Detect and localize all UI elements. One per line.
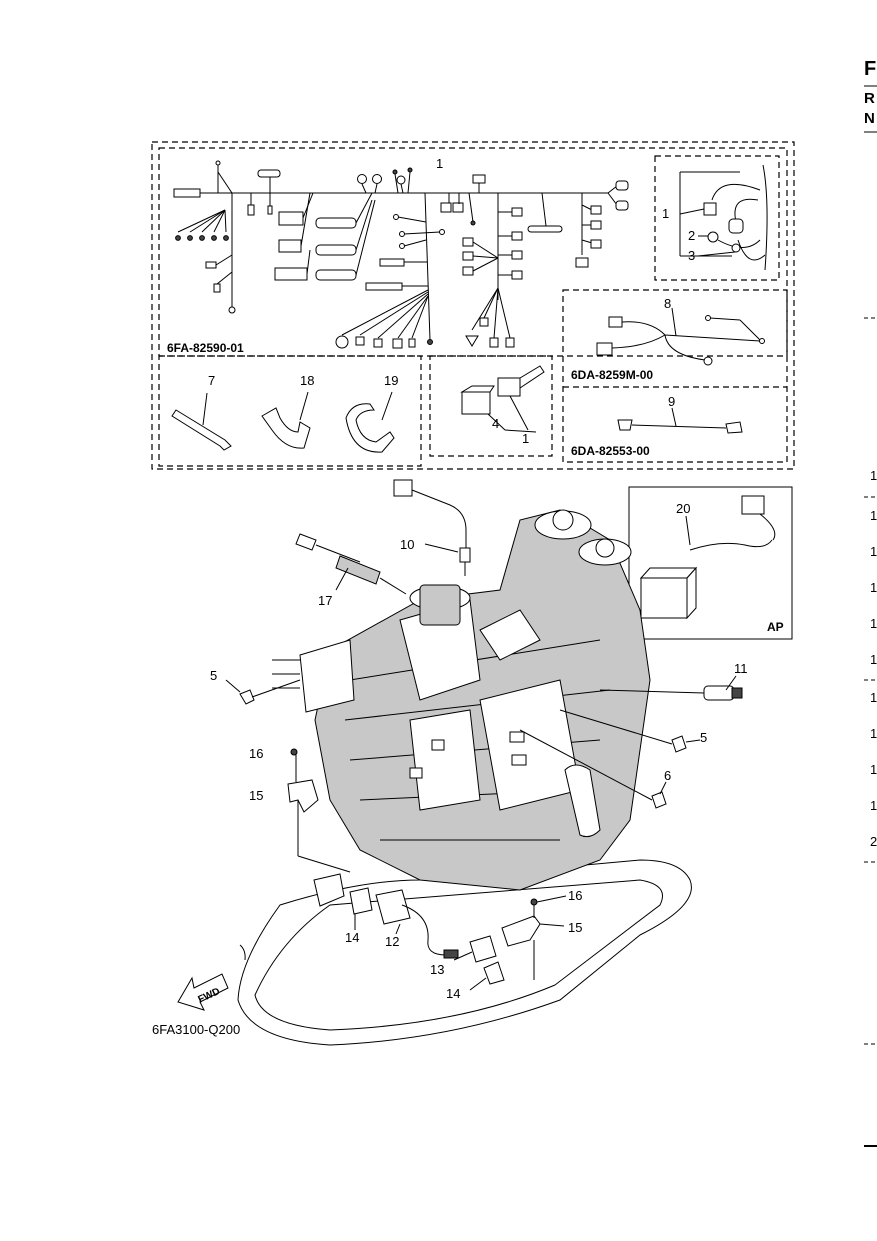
fwd-arrow: FWD <box>177 973 229 1011</box>
code-sub-lead: 6DA-8259M-00 <box>571 368 653 382</box>
figure-code: 6FA3100-Q200 <box>152 1022 240 1037</box>
callout-1-relay: 1 <box>522 431 529 446</box>
callout-13: 13 <box>430 962 444 977</box>
edge-number: 1 <box>870 798 877 813</box>
edge-rules <box>864 85 877 1147</box>
sensors-10-17 <box>295 479 471 595</box>
callout-12: 12 <box>385 934 399 949</box>
callout-1-inset: 1 <box>662 206 669 221</box>
edge-letter-f: F <box>864 58 877 80</box>
callout-19: 19 <box>384 373 398 388</box>
edge-number: 1 <box>870 652 877 667</box>
callout-18: 18 <box>300 373 314 388</box>
ap-inset <box>628 486 793 640</box>
callout-15-right: 15 <box>568 920 582 935</box>
edge-letter-n: N <box>864 110 875 127</box>
callout-6: 6 <box>664 768 671 783</box>
callout-2: 2 <box>688 228 695 243</box>
callout-16-left: 16 <box>249 746 263 761</box>
callout-10: 10 <box>400 537 414 552</box>
callout-17: 17 <box>318 593 332 608</box>
edge-number: 1 <box>870 726 877 741</box>
right-bracket-parts <box>349 887 567 991</box>
callout-4: 4 <box>492 416 499 431</box>
callout-14-right: 14 <box>446 986 460 1001</box>
kit-code-labels: 6FA-82590-01 6DA-8259M-00 6DA-82553-00 A… <box>152 341 784 1037</box>
sub-harness-inset <box>679 164 768 271</box>
callout-5-left: 5 <box>210 668 217 683</box>
callout-11: 11 <box>734 661 748 676</box>
bolts-and-sender <box>225 675 743 809</box>
edge-number: 1 <box>870 468 877 483</box>
callout-3: 3 <box>688 248 695 263</box>
relay-parts <box>460 365 545 433</box>
callout-8: 8 <box>664 296 671 311</box>
code-harness: 6FA-82590-01 <box>167 341 244 355</box>
edge-number: 1 <box>870 616 877 631</box>
callout-14-left: 14 <box>345 930 359 945</box>
code-lead-wire: 6DA-82553-00 <box>571 444 650 458</box>
edge-letter-r: R <box>864 90 875 107</box>
lead-wire-part9 <box>617 407 743 434</box>
kit-frames <box>151 141 795 470</box>
edge-number: 1 <box>870 762 877 777</box>
engine-block <box>237 509 692 1046</box>
edge-number: 1 <box>870 690 877 705</box>
edge-number: 2 <box>870 834 877 849</box>
edge-number: 1 <box>870 508 877 523</box>
callout-9: 9 <box>668 394 675 409</box>
tie-and-clamps <box>171 391 395 453</box>
wire-harness <box>173 160 629 349</box>
sub-lead-part8 <box>596 307 765 366</box>
callout-1: 1 <box>436 156 443 171</box>
code-ap: AP <box>767 620 784 634</box>
left-bracket <box>287 748 351 907</box>
callout-labels: 1 1 2 3 8 9 7 18 19 4 1 10 17 20 5 11 5 … <box>208 156 748 1001</box>
callout-16-right: 16 <box>568 888 582 903</box>
callout-20: 20 <box>676 501 690 516</box>
callout-15-left: 15 <box>249 788 263 803</box>
edge-number: 1 <box>870 544 877 559</box>
callout-7: 7 <box>208 373 215 388</box>
edge-number: 1 <box>870 580 877 595</box>
callout-5-right: 5 <box>700 730 707 745</box>
